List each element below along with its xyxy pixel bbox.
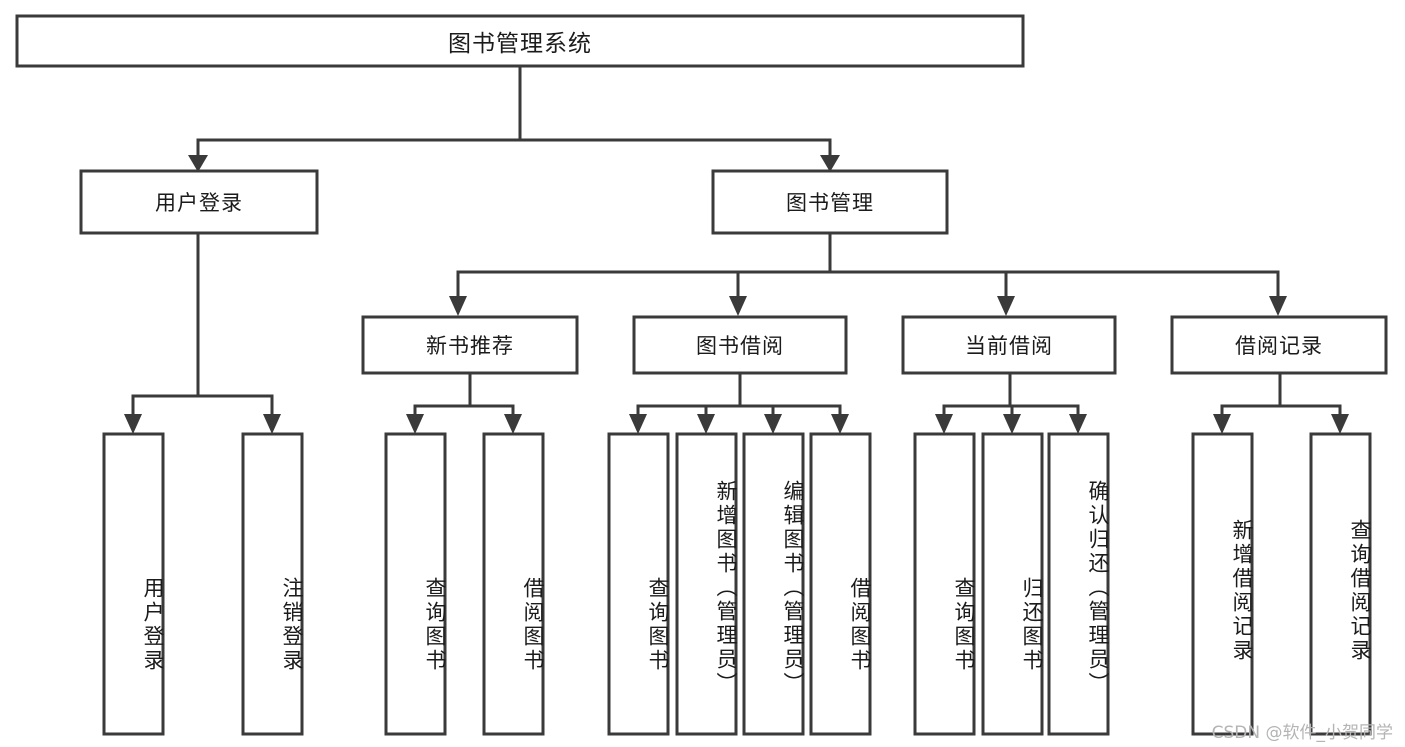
node-box-leaf-user-logout[interactable] [241, 432, 304, 736]
arrowhead-leaf-user-logout [263, 414, 281, 434]
node-box-leaf-query-book-2[interactable] [607, 432, 670, 736]
node-box-book-manage[interactable] [711, 169, 949, 235]
node-box-new-book-recommend[interactable] [361, 315, 579, 375]
arrowhead-leaf-borrow-book-2 [831, 414, 849, 434]
node-box-leaf-borrow-book-1[interactable] [482, 432, 545, 736]
arrowhead-leaf-borrow-book-1 [504, 414, 522, 434]
node-box-leaf-return-book[interactable] [981, 432, 1044, 736]
node-box-leaf-borrow-book-2[interactable] [809, 432, 872, 736]
arrowhead-user-login [188, 155, 208, 172]
arrowhead-leaf-confirm-return [1069, 414, 1087, 434]
arrowhead-leaf-add-book [697, 414, 715, 434]
node-box-borrow-record[interactable] [1170, 315, 1388, 375]
node-box-leaf-add-book[interactable] [675, 432, 738, 736]
node-box-leaf-add-record[interactable] [1191, 432, 1254, 736]
arrowhead-leaf-return-book [1003, 414, 1021, 434]
arrowhead-leaf-query-book-2 [629, 414, 647, 434]
node-box-layer [15, 14, 1388, 736]
arrowhead-leaf-edit-book [764, 414, 782, 434]
node-box-user-login[interactable] [79, 169, 319, 235]
arrowhead-new-book-recommend [449, 296, 467, 316]
node-box-root[interactable] [15, 14, 1025, 68]
arrowhead-leaf-user-login [124, 414, 142, 434]
connector-layer [124, 64, 1349, 434]
arrowhead-leaf-query-record [1331, 414, 1349, 434]
node-box-leaf-query-record[interactable] [1309, 432, 1372, 736]
node-box-leaf-query-book-3[interactable] [913, 432, 976, 736]
node-box-current-borrow[interactable] [901, 315, 1117, 375]
arrowhead-borrow-record [1269, 296, 1287, 316]
arrowhead-leaf-add-record [1213, 414, 1231, 434]
arrowhead-leaf-query-book-3 [935, 414, 953, 434]
arrowhead-book-manage [820, 155, 840, 172]
arrowhead-leaf-query-book-1 [406, 414, 424, 434]
node-box-book-borrow[interactable] [632, 315, 848, 375]
node-box-leaf-query-book-1[interactable] [384, 432, 447, 736]
arrowhead-book-borrow [729, 296, 747, 316]
node-box-leaf-edit-book[interactable] [742, 432, 805, 736]
node-box-leaf-user-login[interactable] [102, 432, 165, 736]
node-box-leaf-confirm-return[interactable] [1047, 432, 1110, 736]
arrowhead-current-borrow [997, 296, 1015, 316]
